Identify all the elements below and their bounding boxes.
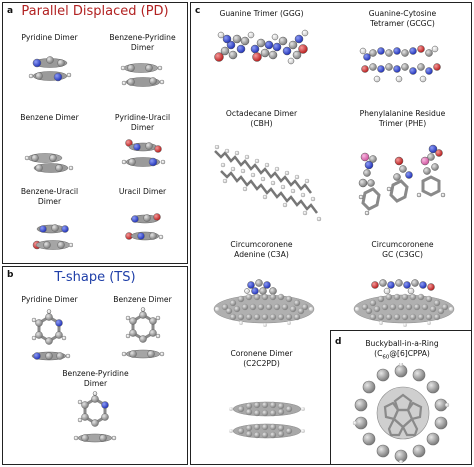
caption-buckyball-in-a-ring: Buckyball-in-a-Ring (C60@[6]CPPA)	[365, 339, 439, 361]
circumcoronene-adenine-molecule	[211, 279, 317, 329]
panel-b-t-shape: b T-shape (TS) Pyridine Dimer Benzene Di…	[2, 266, 188, 465]
benzene-dimer-ts-molecule	[121, 307, 165, 363]
guanine-trimer-molecule	[213, 27, 309, 71]
caption-a-pyridine-dimer: Pyridine Dimer	[21, 33, 78, 42]
caption-coronene-dimer: Coronene Dimer(C2C2PD)	[230, 349, 293, 368]
panel-d-buckyball-in-a-ring: d Buckyball-in-a-Ring (C60@[6]CPPA)	[330, 330, 472, 465]
guanine-cytosine-tetramer-molecule	[359, 41, 443, 85]
panel-b-label: b	[7, 270, 14, 280]
benzene-dimer-pd-molecule	[23, 151, 75, 175]
pyridine-dimer-pd-molecule	[28, 53, 72, 85]
buckyball-in-a-ring-molecule	[349, 363, 453, 463]
pyridine-dimer-ts-molecule	[27, 309, 71, 365]
caption-octadecane-dimer: Octadecane Dimer(CBH)	[225, 109, 298, 128]
pyridine-uracil-dimer-pd-molecule	[121, 137, 167, 173]
benzene-pyridine-dimer-ts-molecule	[73, 391, 117, 447]
benzene-uracil-dimer-pd-molecule	[25, 219, 73, 255]
phenylalanine-residue-trimer-molecule	[353, 139, 453, 223]
panel-b-title: T-shape (TS)	[54, 270, 136, 285]
caption-a-benzene-dimer: Benzene Dimer	[20, 113, 79, 122]
panel-a-parallel-displaced: a Parallel Displaced (PD) Pyridine Dimer…	[2, 2, 188, 264]
coronene-dimer-molecule	[227, 395, 307, 445]
octadecane-dimer-molecule	[211, 145, 323, 229]
panel-a-label: a	[7, 6, 14, 16]
uracil-dimer-pd-molecule	[121, 209, 167, 249]
caption-guanine-trimer: Guanine Trimer (GGG)	[219, 9, 304, 18]
caption-a-uracil-dimer: Uracil Dimer	[118, 187, 167, 196]
caption-b-pyridine-dimer: Pyridine Dimer	[21, 295, 78, 304]
panel-a-title: Parallel Displaced (PD)	[21, 4, 169, 19]
panel-d-label: d	[335, 337, 342, 347]
panel-c-label: c	[195, 6, 201, 16]
caption-b-benzene-dimer: Benzene Dimer	[113, 295, 172, 304]
circumcoronene-gc-molecule	[351, 277, 457, 329]
benzene-pyridine-dimer-pd-molecule	[119, 59, 165, 91]
